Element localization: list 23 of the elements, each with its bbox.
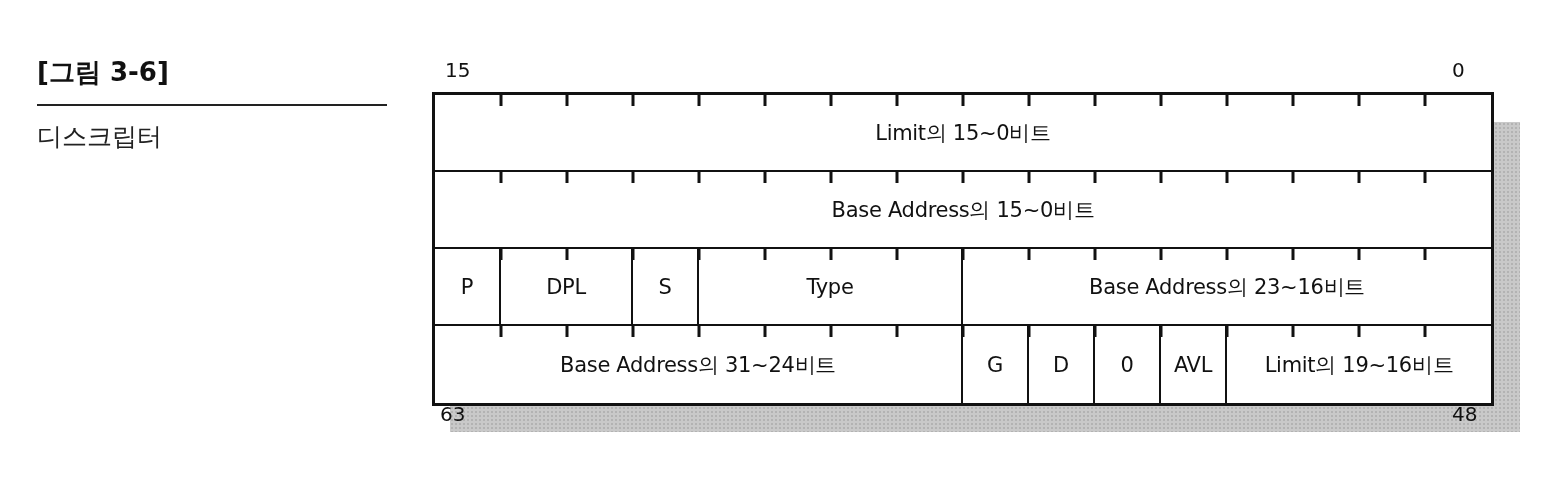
field-label: D bbox=[1053, 352, 1069, 377]
bit-number: 15 bbox=[445, 58, 471, 82]
figure-caption: 디스크립터 bbox=[37, 121, 162, 153]
field-label: G bbox=[987, 352, 1003, 377]
field-label: 0 bbox=[1120, 352, 1134, 377]
field-label: S bbox=[658, 274, 672, 299]
field-label: P bbox=[460, 274, 474, 299]
field-label: Limit의 19~16비트 bbox=[1264, 351, 1454, 379]
bit-field bbox=[699, 249, 963, 326]
field-label: Base Address의 15~0비트 bbox=[831, 196, 1095, 224]
field-label: Base Address의 23~16비트 bbox=[1089, 273, 1365, 301]
figure-title: [그림 3-6] bbox=[37, 56, 169, 89]
bit-number: 48 bbox=[1452, 402, 1478, 426]
field-label: AVL bbox=[1173, 352, 1213, 377]
field-label: Base Address의 31~24비트 bbox=[560, 351, 836, 379]
bit-number: 0 bbox=[1452, 58, 1465, 82]
field-label: Limit의 15~0비트 bbox=[875, 119, 1051, 147]
field-label: Type bbox=[806, 274, 854, 299]
bit-field bbox=[435, 249, 501, 326]
bit-field bbox=[501, 249, 633, 326]
bit-number: 63 bbox=[440, 402, 466, 426]
bit-field bbox=[633, 249, 699, 326]
field-label: DPL bbox=[546, 274, 586, 299]
